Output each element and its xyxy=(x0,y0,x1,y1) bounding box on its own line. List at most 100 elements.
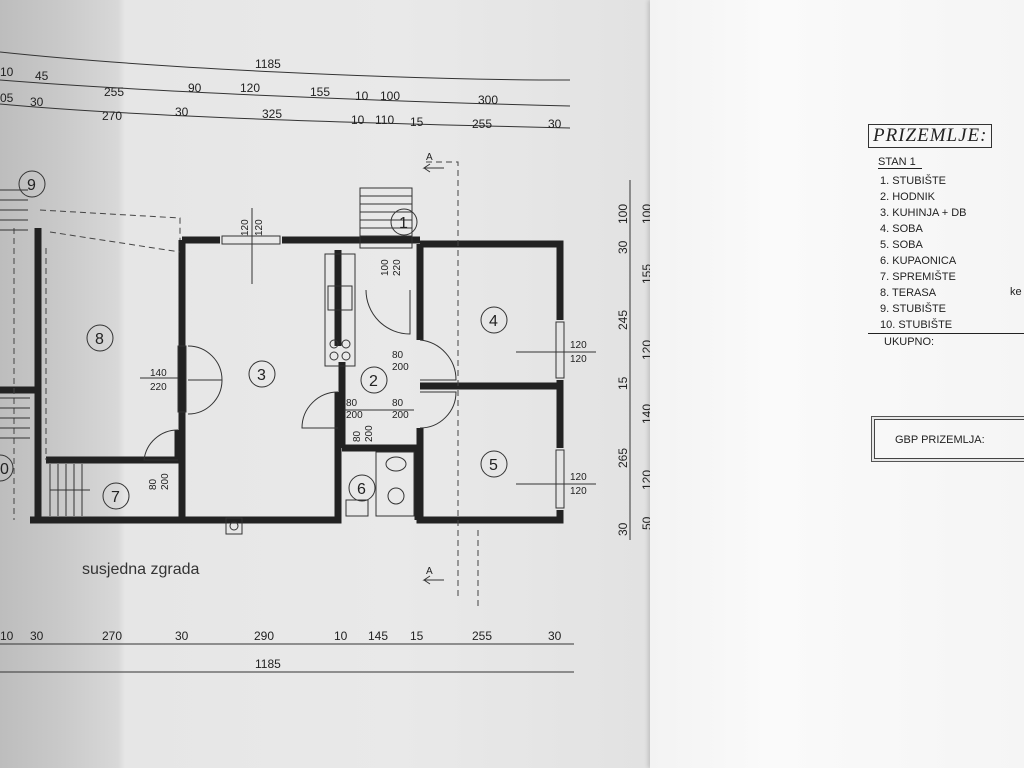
wall-bath xyxy=(342,444,422,520)
win3-left-a: 140 xyxy=(150,368,167,379)
dim-top-r1-7: 100 xyxy=(380,89,400,103)
wall-room3 xyxy=(178,240,342,524)
door-arc-5 xyxy=(419,391,457,429)
section-markers: A A xyxy=(422,152,444,585)
dim-top-r1-2: 255 xyxy=(104,85,124,99)
dim-top-r2-8: 255 xyxy=(472,117,492,131)
total-label: UKUPNO: xyxy=(868,333,1024,348)
chimney xyxy=(225,517,243,535)
chimney-circle xyxy=(229,521,239,531)
dim-top-total: 1185 xyxy=(255,57,281,71)
win3-top-a: 120 xyxy=(240,219,251,236)
legend-item: 6. KUPAONICA xyxy=(880,255,957,267)
dim-top-r2-1: 30 xyxy=(30,95,44,109)
opening-labels: 120 120 140 220 100 220 80 200 80 200 80… xyxy=(148,219,587,497)
win4-b: 120 xyxy=(570,354,587,365)
rd-m-5: 50 xyxy=(640,516,650,530)
legend-item: 7. SPREMIŠTE xyxy=(880,271,956,283)
room-5: 5 xyxy=(489,457,498,474)
door-arc-3c xyxy=(301,391,339,429)
dim-top-r2-6: 110 xyxy=(375,113,394,127)
rd-m-3: 140 xyxy=(640,404,650,424)
rd-m-1: 155 xyxy=(640,264,650,284)
stan-label: STAN 1 xyxy=(878,156,922,169)
rd-o-0: 100 xyxy=(616,204,630,224)
bd-6: 145 xyxy=(368,629,388,643)
legend-item: 4. SOBA xyxy=(880,223,923,235)
win5-a: 120 xyxy=(570,472,587,483)
dim-top-r1-0: 10 xyxy=(0,65,14,79)
room-8: 8 xyxy=(95,331,104,348)
legend-item: 3. KUHINJA + DB xyxy=(880,207,967,219)
rd-o-2: 245 xyxy=(616,310,630,330)
dash-terrace-rail xyxy=(49,231,181,253)
legend-title: PRIZEMLJE: xyxy=(868,124,993,148)
doors xyxy=(143,289,457,461)
bd-9: 30 xyxy=(548,629,562,643)
legend-item: 8. TERASA xyxy=(880,287,937,299)
dim-top-r2-7: 15 xyxy=(410,115,424,129)
win3-left-b: 220 xyxy=(150,382,167,393)
door2-m-b: 200 xyxy=(392,410,409,421)
stairs-1 xyxy=(359,187,413,249)
dash-terrace-top xyxy=(39,209,181,240)
section-a-bottom: A xyxy=(426,566,433,577)
dim-line-total xyxy=(0,51,571,81)
section-arrow-bottom xyxy=(422,575,444,585)
door2-r-a: 80 xyxy=(392,350,404,361)
room-labels: 9 1 8 3 2 4 5 6 7 0 xyxy=(0,170,508,510)
terasa-note: ke xyxy=(1010,286,1022,298)
legend-item: 2. HODNIK xyxy=(880,191,936,203)
dim-top-r2-4: 325 xyxy=(262,107,282,121)
top-dimensions: 1185 10 45 255 90 120 155 10 100 300 05 … xyxy=(0,51,571,131)
door-arc-4 xyxy=(419,339,457,381)
dim-line-row1 xyxy=(0,79,571,107)
door-arc-3b xyxy=(187,379,223,415)
dim-top-r2-9: 30 xyxy=(548,117,562,131)
bottom-dimensions: 10 30 270 30 290 10 145 15 255 30 1185 xyxy=(0,629,574,673)
bd-3: 30 xyxy=(175,629,189,643)
door6-a: 80 xyxy=(352,430,363,442)
right-dimensions: 100 30 245 15 265 30 100 155 120 140 120… xyxy=(616,180,650,540)
section-a-top: A xyxy=(426,152,433,163)
win3-top-b: 120 xyxy=(254,219,265,236)
bd-7: 15 xyxy=(410,629,424,643)
bd-0: 10 xyxy=(0,629,14,643)
storage-shelves xyxy=(49,464,90,516)
gbp-box: GBP PRIZEMLJA: xyxy=(874,419,1024,459)
walls xyxy=(0,228,564,524)
door2-l-a: 80 xyxy=(346,398,358,409)
legend-item: 9. STUBIŠTE xyxy=(880,303,947,315)
door6-b: 200 xyxy=(364,425,375,442)
dim-top-r2-0: 05 xyxy=(0,91,14,105)
dim-top-r2-5: 10 xyxy=(351,113,365,127)
rd-m-2: 120 xyxy=(640,340,650,360)
room-6: 6 xyxy=(357,481,366,498)
dashed-outlines xyxy=(13,161,479,610)
room-9: 9 xyxy=(27,177,36,194)
rd-o-3: 15 xyxy=(616,376,630,390)
room-4: 4 xyxy=(489,313,498,330)
bd-5: 10 xyxy=(334,629,348,643)
room-3: 3 xyxy=(257,367,266,384)
wall-rooms-4-5 xyxy=(416,240,564,524)
dim-top-r1-6: 10 xyxy=(355,89,369,103)
floor-plan: 1185 10 45 255 90 120 155 10 100 300 05 … xyxy=(0,51,650,673)
neighbor-caption: susjedna zgrada xyxy=(82,561,200,578)
rd-m-4: 120 xyxy=(640,470,650,490)
rd-o-1: 30 xyxy=(616,240,630,254)
stairs-10 xyxy=(0,397,30,439)
legend-list: 1. STUBIŠTE 2. HODNIK 3. KUHINJA + DB 4.… xyxy=(868,173,1024,333)
windows xyxy=(177,235,565,509)
rd-o-5: 30 xyxy=(616,522,630,536)
dim-line-row2 xyxy=(0,103,571,129)
rd-m-0: 100 xyxy=(640,204,650,224)
dim-top-r1-1: 45 xyxy=(35,69,49,83)
door7-b: 200 xyxy=(160,473,171,490)
door-arc-7 xyxy=(143,429,179,461)
room-10: 0 xyxy=(0,461,9,478)
rd-o-4: 265 xyxy=(616,448,630,468)
bd-8: 255 xyxy=(472,629,492,643)
legend: PRIZEMLJE: STAN 1 1. STUBIŠTE 2. HODNIK … xyxy=(868,124,1024,348)
dim-top-r1-4: 120 xyxy=(240,81,260,95)
